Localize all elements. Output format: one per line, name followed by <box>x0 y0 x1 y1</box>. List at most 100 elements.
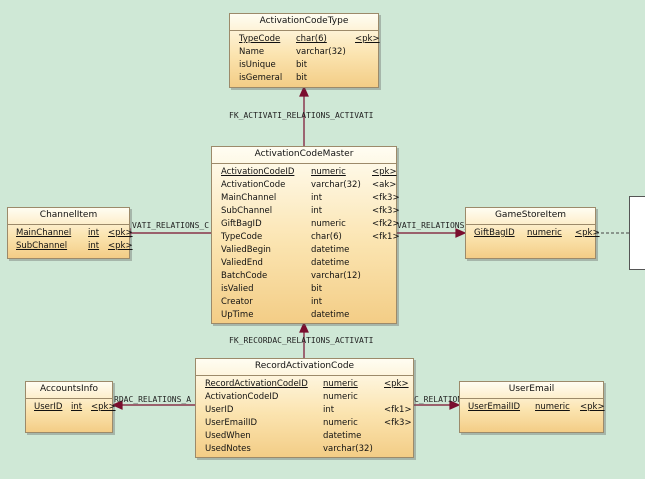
field-name: isUnique <box>239 60 276 70</box>
field-row: isValied bit <box>217 283 391 296</box>
field-key: <pk> <box>355 34 380 44</box>
field-name: ActivationCodeID <box>205 392 279 402</box>
field-row: MainChannel int <fk3> <box>217 192 400 205</box>
field-key: <fk3> <box>384 418 412 428</box>
field-name: UsedNotes <box>205 444 251 454</box>
field-type: varchar(32) <box>311 180 361 190</box>
entity-title: ActivationCodeType <box>230 14 378 31</box>
entity-activation-code-type[interactable]: ActivationCodeType TypeCode char(6) <pk> Na… <box>229 13 380 88</box>
entity-game-store-item[interactable]: GameStoreItem GiftBagID numeric <pk> <box>465 207 600 259</box>
field-type: varchar(32) <box>296 47 346 57</box>
entity-title: ChannelItem <box>8 208 129 225</box>
field-name: MainChannel <box>221 193 277 203</box>
field-type: numeric <box>535 402 570 412</box>
relation-label-accounts-record: RDAC_RELATIONS_A <box>114 395 192 404</box>
arrowhead-store <box>455 228 467 238</box>
field-type: bit <box>296 73 308 83</box>
field-row: SubChannel int <fk3> <box>217 205 400 218</box>
entity-title: GameStoreItem <box>466 208 595 225</box>
field-name: UserEmailID <box>468 402 521 412</box>
field-key: <pk> <box>108 241 133 251</box>
entity-title: RecordActivationCode <box>196 359 413 376</box>
field-name: BatchCode <box>221 271 268 281</box>
field-name: SubChannel <box>221 206 273 216</box>
field-name: MainChannel <box>16 228 72 238</box>
field-type: numeric <box>323 392 358 402</box>
entity-title: ActivationCodeMaster <box>212 147 396 164</box>
relation-label-store-master: VATI_RELATIONS_ <box>397 221 470 230</box>
relation-label-channel-master: VATI_RELATIONS_C <box>132 221 210 230</box>
field-row: GiftBagID numeric <pk> <box>471 227 600 240</box>
field-name: ActivationCode <box>221 180 286 190</box>
field-row: ActivationCodeID numeric <box>201 391 408 404</box>
field-type: int <box>71 402 83 412</box>
field-name: Creator <box>221 297 253 307</box>
field-name: SubChannel <box>16 241 68 251</box>
field-row: UserEmailID numeric <pk> <box>465 401 605 414</box>
field-key: <ak> <box>372 180 397 190</box>
field-row: Name varchar(32) <box>235 46 373 59</box>
field-type: datetime <box>311 310 350 320</box>
field-name: UserEmailID <box>205 418 258 428</box>
field-key: <pk> <box>575 228 600 238</box>
field-name: GiftBagID <box>221 219 262 229</box>
relation-label-email-record: C_RELATION <box>414 395 463 404</box>
field-name: ActivationCodeID <box>221 167 295 177</box>
field-row: TypeCode char(6) <pk> <box>235 33 380 46</box>
arrowhead-email <box>449 400 461 410</box>
field-name: UsedWhen <box>205 431 251 441</box>
field-key: <fk3> <box>372 193 400 203</box>
field-key: <pk> <box>384 379 409 389</box>
field-name: ValiedEnd <box>221 258 263 268</box>
field-key: <pk> <box>372 167 397 177</box>
field-row: UsedNotes varchar(32) <box>201 443 408 456</box>
field-row: BatchCode varchar(12) <box>217 270 391 283</box>
arrowhead-type <box>299 85 309 97</box>
field-type: bit <box>311 284 323 294</box>
field-name: GiftBagID <box>474 228 515 238</box>
field-name: ValiedBegin <box>221 245 271 255</box>
field-type: varchar(32) <box>323 444 373 454</box>
field-type: varchar(12) <box>311 271 361 281</box>
relation-label-type-master: FK_ACTIVATI_RELATIONS_ACTIVATI <box>229 111 374 120</box>
field-type: numeric <box>323 418 358 428</box>
relation-label-record-master: FK_RECORDAC_RELATIONS_ACTIVATI <box>229 336 374 345</box>
field-name: TypeCode <box>221 232 263 242</box>
field-key: <fk1> <box>384 405 412 415</box>
field-type: char(6) <box>296 34 327 44</box>
field-key: <fk3> <box>372 206 400 216</box>
field-type: int <box>311 297 323 307</box>
field-row: Creator int <box>217 296 391 309</box>
offscreen-entity-edge <box>629 196 645 270</box>
field-key: <pk> <box>91 402 116 412</box>
field-name: TypeCode <box>239 34 281 44</box>
field-type: int <box>311 206 323 216</box>
field-name: isValied <box>221 284 254 294</box>
field-key: <fk2> <box>372 219 400 229</box>
field-type: int <box>311 193 323 203</box>
field-type: numeric <box>527 228 562 238</box>
field-name: RecordActivationCodeID <box>205 379 308 389</box>
field-name: UserID <box>205 405 234 415</box>
field-key: <pk> <box>580 402 605 412</box>
field-row: ActivationCode varchar(32) <ak> <box>217 179 396 192</box>
entity-record-activation-code[interactable]: RecordActivationCode RecordActivationCod… <box>195 358 414 458</box>
field-name: Name <box>239 47 265 57</box>
